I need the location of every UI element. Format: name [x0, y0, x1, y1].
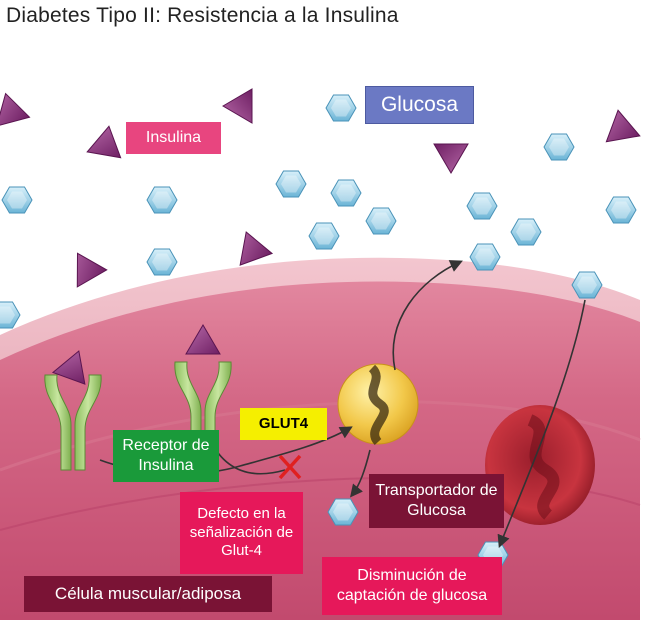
cell-type-label: Célula muscular/adiposa: [24, 576, 272, 612]
signaling-defect-label: Defecto en la señalización de Glut-4: [180, 492, 303, 574]
red-blood-cell-icon: [485, 405, 595, 525]
glut4-transporter-icon: [337, 363, 419, 446]
reduced-uptake-label: Disminución de captación de glucosa: [322, 557, 502, 615]
receptor-label: Receptor de Insulina: [113, 430, 219, 482]
insulin-triangle-icon: [0, 88, 641, 288]
glucose-label: Glucosa: [365, 86, 474, 124]
glut4-label: GLUT4: [240, 408, 327, 440]
insulin-label: Insulina: [126, 122, 221, 154]
page-title: Diabetes Tipo II: Resistencia a la Insul…: [6, 4, 399, 27]
transporter-label: Transportador de Glucosa: [369, 474, 504, 528]
x-mark-icon: [278, 454, 302, 480]
